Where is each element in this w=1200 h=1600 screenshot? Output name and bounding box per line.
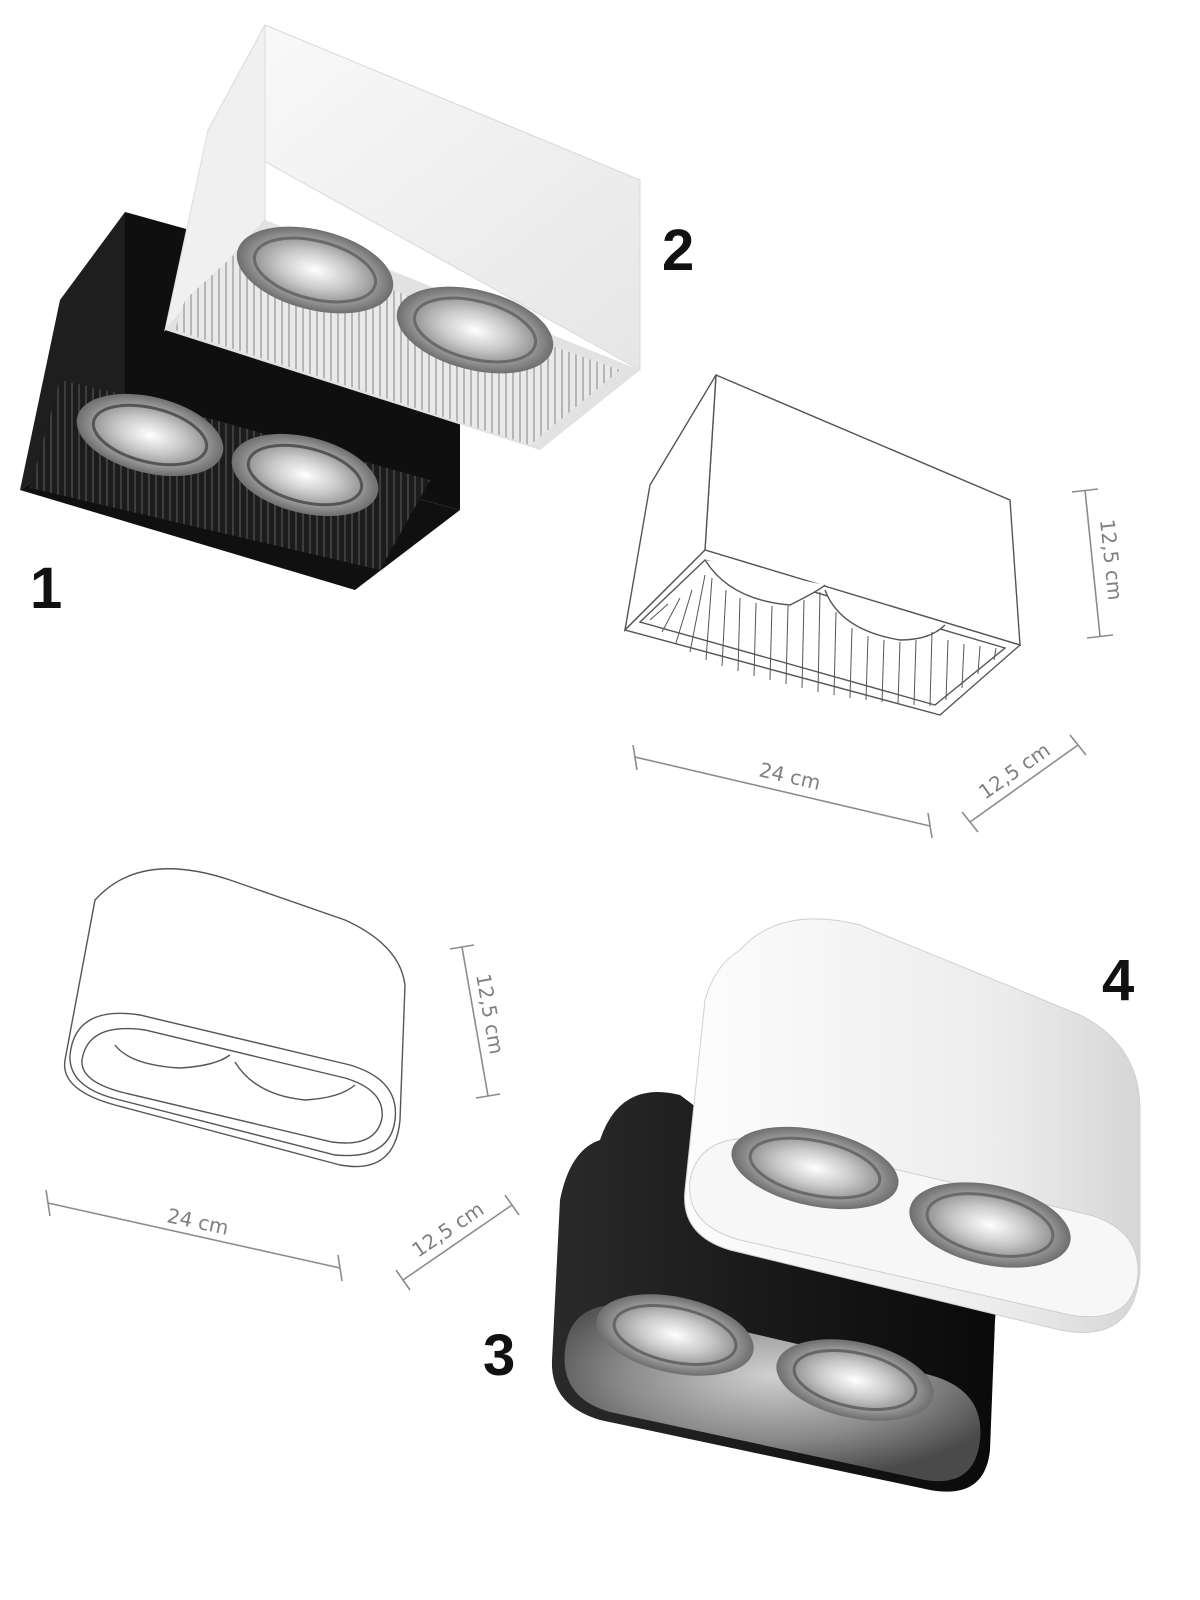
product-4-white-oval-light	[684, 918, 1141, 1333]
oval-dimension-drawing	[63, 868, 406, 1168]
rect-height-dimension: 12,5 cm	[1071, 488, 1127, 639]
product-3-black-oval-light	[551, 1092, 997, 1492]
product-2-white-rectangular-light	[164, 24, 641, 450]
product-label-3: 3	[483, 1323, 515, 1388]
product-label-4: 4	[1102, 948, 1134, 1013]
rectangular-dimension-drawing	[623, 373, 1022, 716]
oval-length-label: 24 cm	[165, 1203, 231, 1239]
oval-width-dimension: 12,5 cm	[395, 1194, 520, 1291]
oval-length-dimension: 24 cm	[45, 1189, 343, 1282]
oval-height-label: 12,5 cm	[471, 972, 509, 1056]
rect-length-label: 24 cm	[757, 757, 823, 794]
product-label-1: 1	[30, 556, 62, 621]
product-label-2: 2	[662, 218, 694, 283]
oval-height-dimension: 12,5 cm	[449, 944, 509, 1099]
rect-length-dimension: 24 cm	[632, 744, 933, 839]
rect-height-label: 12,5 cm	[1095, 518, 1127, 601]
rect-width-dimension: 12,5 cm	[961, 734, 1087, 833]
